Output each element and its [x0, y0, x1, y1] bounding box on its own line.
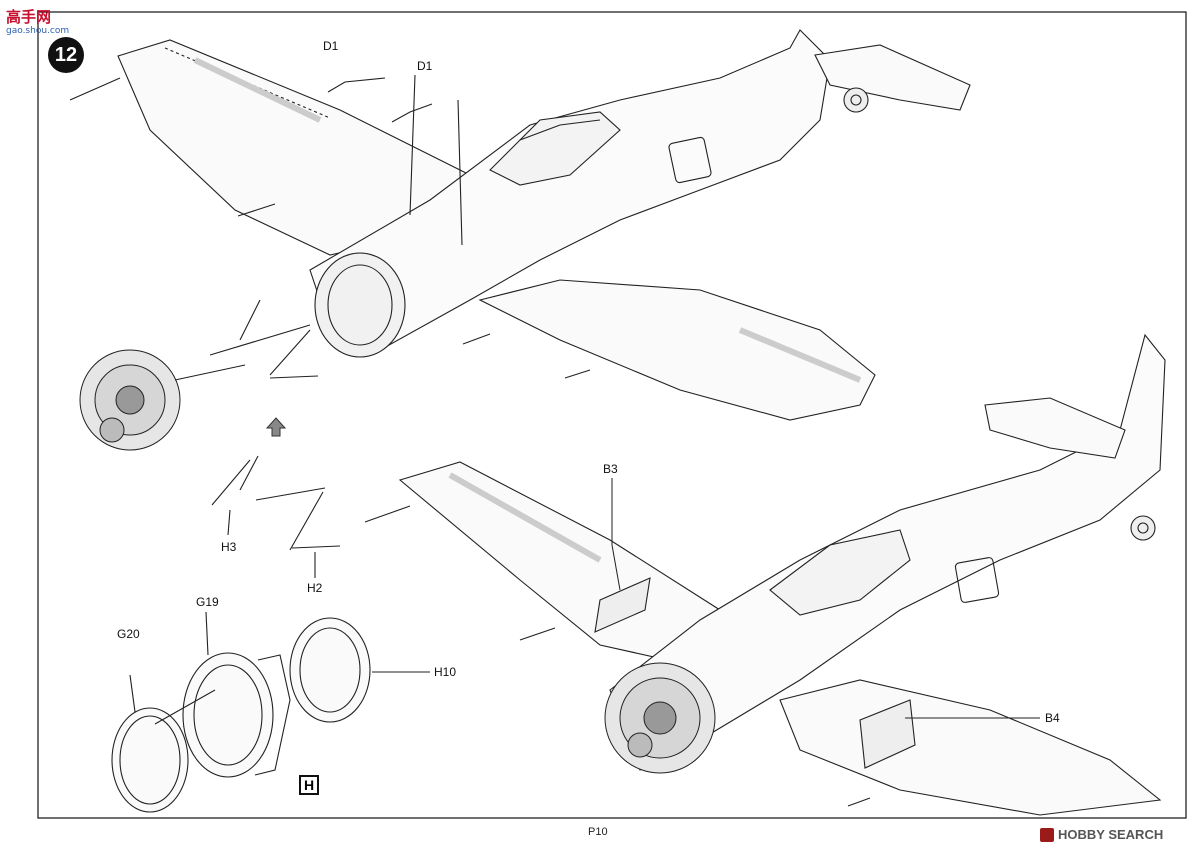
- leader-lines: [611, 478, 1040, 719]
- callout-g19: G19: [196, 595, 219, 609]
- loose-struts: [211, 455, 341, 578]
- aircraft-top: [69, 29, 971, 421]
- callout-b3: B3: [603, 462, 618, 476]
- aircraft-bottom: [364, 333, 1166, 816]
- page-border: [37, 11, 1187, 819]
- watermark-text: HOBBY SEARCH: [1058, 827, 1164, 842]
- arrow-up-icon: [265, 417, 287, 437]
- callout-b4: B4: [1045, 711, 1060, 725]
- engine-mount-top: [174, 299, 319, 381]
- callout-h10: H10: [434, 665, 457, 679]
- site-url: gao.shou.com: [6, 26, 70, 36]
- sprue-h-badge: H: [299, 775, 319, 795]
- site-logo: 高手网: [6, 8, 52, 26]
- callout-g20: G20: [117, 627, 140, 641]
- step-number-badge: 12: [48, 37, 84, 73]
- d1-pipes: [327, 74, 463, 246]
- callout-h3: H3: [221, 540, 237, 554]
- sprue-letter: H: [303, 777, 315, 793]
- callout-h2: H2: [307, 581, 323, 595]
- callout-d1-top: D1: [323, 39, 339, 53]
- hobby-search-mark-icon: [1040, 827, 1054, 842]
- page-number: P10: [588, 826, 608, 838]
- callout-d1-bottom: D1: [417, 59, 433, 73]
- step-number: 12: [54, 43, 78, 66]
- cowling-rings: [111, 611, 430, 813]
- hobby-search-watermark: HOBBY SEARCH: [1040, 827, 1163, 842]
- radial-engine-top: [79, 349, 181, 451]
- radial-engine-bottom: [604, 662, 716, 774]
